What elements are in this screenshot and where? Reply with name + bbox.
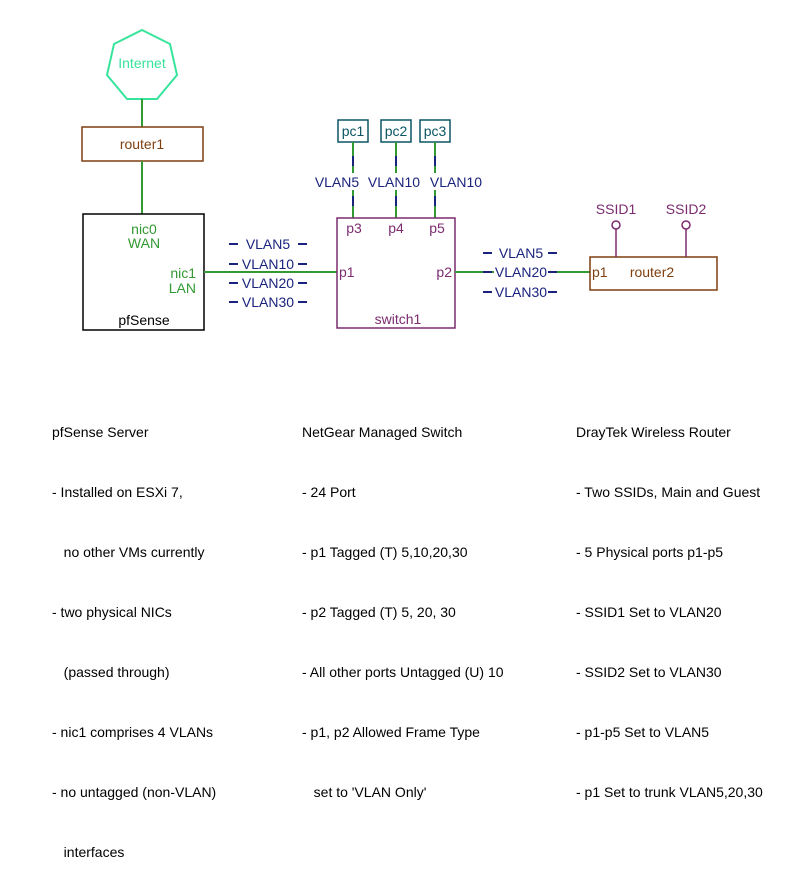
router-notes: DrayTek Wireless Router - Two SSIDs, Mai… xyxy=(576,382,763,822)
pc1-label: pc1 xyxy=(342,123,365,139)
router2-vlan-label: VLAN5 xyxy=(499,245,544,261)
router2-vlan-label: VLAN30 xyxy=(495,284,547,300)
notes-line: - SSID1 Set to VLAN20 xyxy=(576,604,722,620)
notes-line: - p1, p2 Allowed Frame Type xyxy=(302,724,480,740)
switch-port-p2: p2 xyxy=(436,264,452,280)
notes-line: - SSID2 Set to VLAN30 xyxy=(576,664,722,680)
pfsense-lan-label: LAN xyxy=(169,280,196,296)
notes-line: no other VMs currently xyxy=(52,544,205,560)
pfsense-wan-label: WAN xyxy=(128,235,160,251)
notes-line: interfaces xyxy=(52,844,125,860)
notes-line: - Two SSIDs, Main and Guest xyxy=(576,484,761,500)
router2-vlan-label: VLAN20 xyxy=(495,264,547,280)
notes-line: - p2 Tagged (T) 5, 20, 30 xyxy=(302,604,456,620)
ssid2-antenna-tip xyxy=(681,220,691,230)
pfsense-name-label: pfSense xyxy=(118,312,170,328)
notes-line: - p1 Tagged (T) 5,10,20,30 xyxy=(302,544,468,560)
router2-box xyxy=(589,256,718,291)
switch-port-p1: p1 xyxy=(339,264,355,280)
switch-port-p5: p5 xyxy=(429,220,445,236)
notes-line: - p1-p5 Set to VLAN5 xyxy=(576,724,710,740)
pfsense-vlan-label: VLAN30 xyxy=(242,294,294,310)
switch-port-p3: p3 xyxy=(346,220,362,236)
pfsense-vlan-label: VLAN5 xyxy=(246,236,291,252)
router2-vlan20-bg xyxy=(494,264,548,280)
pc1-vlan-label: VLAN5 xyxy=(315,174,360,190)
notes-line: (passed through) xyxy=(52,664,170,680)
notes-line: - 5 Physical ports p1-p5 xyxy=(576,544,724,560)
notes-line: - p1 Set to trunk VLAN5,20,30 xyxy=(576,784,763,800)
switch1-label: switch1 xyxy=(375,311,422,327)
router1-label: router1 xyxy=(120,136,165,152)
notes-line: - 24 Port xyxy=(302,484,356,500)
router2-vlan-list: VLAN5 VLAN20 VLAN30 xyxy=(483,245,557,300)
pc2-vlan-label: VLAN10 xyxy=(368,174,420,190)
ssid2-label: SSID2 xyxy=(666,201,707,217)
notes-line: set to 'VLAN Only' xyxy=(302,784,427,800)
ssid1-antenna-tip xyxy=(611,220,621,230)
pc3-label: pc3 xyxy=(424,123,447,139)
pfsense-notes-title: pfSense Server xyxy=(52,424,149,440)
router2-port-p1: p1 xyxy=(592,264,608,280)
notes-line: - All other ports Untagged (U) 10 xyxy=(302,664,504,680)
router2-label: router2 xyxy=(630,264,675,280)
notes-line: - two physical NICs xyxy=(52,604,172,620)
notes-line: - no untagged (non-VLAN) xyxy=(52,784,217,800)
pc-vlan-label-bg xyxy=(312,173,492,190)
notes-line: - Installed on ESXi 7, xyxy=(52,484,183,500)
notes-line: - nic1 comprises 4 VLANs xyxy=(52,724,214,740)
pfsense-vlan-label: VLAN20 xyxy=(242,275,294,291)
pfsense-vlan-list: VLAN5 VLAN10 VLAN20 VLAN30 xyxy=(229,236,307,310)
pfsense-nic1-label: nic1 xyxy=(170,265,196,281)
switch-notes-title: NetGear Managed Switch xyxy=(302,424,463,440)
switch-notes: NetGear Managed Switch - 24 Port - p1 Ta… xyxy=(302,382,504,822)
pc3-vlan-label: VLAN10 xyxy=(430,174,482,190)
router-notes-title: DrayTek Wireless Router xyxy=(576,424,731,440)
internet-label: Internet xyxy=(118,55,166,71)
pc2-label: pc2 xyxy=(385,123,408,139)
pfsense-vlan-label: VLAN10 xyxy=(242,256,294,272)
pfsense-nic0-label: nic0 xyxy=(131,221,157,237)
switch-port-p4: p4 xyxy=(388,220,404,236)
network-diagram: Internet router1 nic0 WAN nic1 LAN pfSen… xyxy=(81,28,718,331)
ssid1-label: SSID1 xyxy=(596,201,637,217)
pfsense-notes: pfSense Server - Installed on ESXi 7, no… xyxy=(52,382,216,882)
